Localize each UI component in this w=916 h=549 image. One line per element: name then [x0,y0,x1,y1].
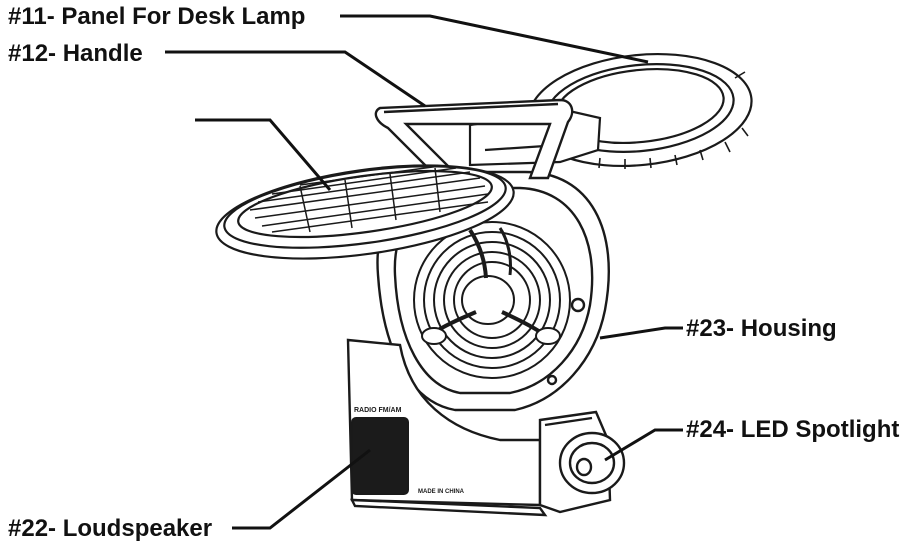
leader-handle [165,50,426,108]
leader-panel [340,14,649,64]
leader-lines [165,14,683,530]
grille-rings [413,221,571,379]
handle [374,98,574,182]
left-panel [215,164,515,260]
leader-left-panel [195,118,332,191]
label-spotlight: #24- LED Spotlight [686,416,899,443]
radio-label-text: RADIO FM/AM [354,407,402,414]
leader-loudspeaker [232,448,371,530]
leader-housing [599,326,683,340]
made-in-text: MADE IN CHINA [418,489,465,495]
led-spotlight-lens [558,431,626,495]
leader-spotlight [604,428,683,462]
label-housing: #23- Housing [686,315,837,342]
label-panel: #11- Panel For Desk Lamp [8,3,305,30]
loudspeaker-grille [351,417,409,495]
label-handle: #12- Handle [8,40,143,67]
label-loudspeaker: #22- Loudspeaker [8,515,212,542]
